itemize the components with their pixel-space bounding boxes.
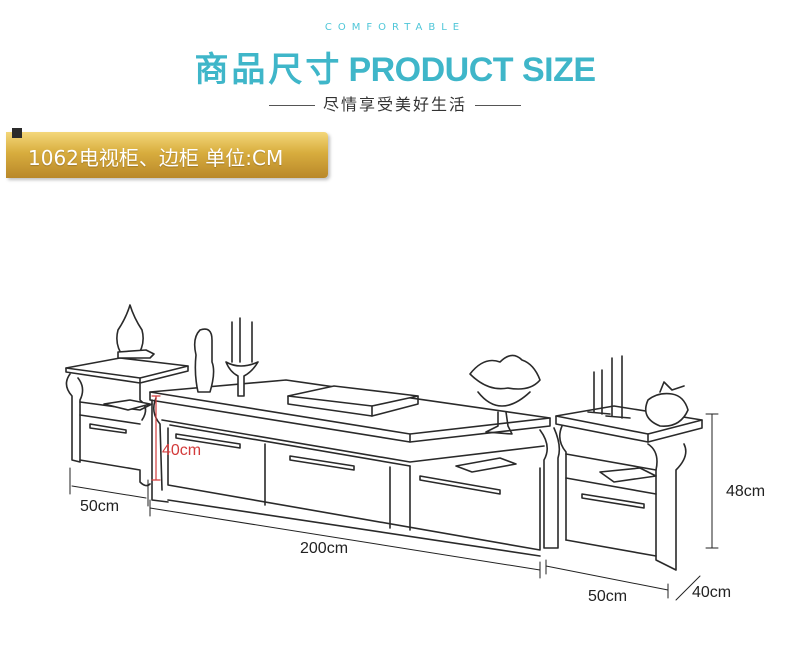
subtitle-left-rule — [268, 105, 315, 106]
subtitle: 尽情享受美好生活 — [0, 91, 790, 115]
eyebrow-text: COMFORTABLE — [324, 22, 466, 33]
left-side-cabinet — [65, 304, 189, 487]
depth-label: 40cm — [692, 584, 732, 601]
banner-tab — [12, 128, 22, 138]
title-english: PRODUCT SIZE — [348, 51, 596, 89]
main-tv-cabinet — [149, 317, 561, 557]
model-banner: 1062电视柜、边柜 单位:CM — [6, 128, 328, 178]
inner-height-marker — [151, 395, 161, 481]
subtitle-right-rule — [475, 105, 521, 106]
title-chinese: 商品尺寸 — [194, 50, 343, 90]
dimension-lines — [69, 413, 719, 601]
right-width-label: 50cm — [588, 588, 628, 605]
banner-text: 1062电视柜、边柜 单位:CM — [28, 146, 284, 170]
right-side-cabinet — [555, 355, 703, 571]
subtitle-text: 尽情享受美好生活 — [322, 95, 467, 114]
left-width-label: 50cm — [80, 498, 120, 515]
inner-height-label: 40cm — [162, 442, 202, 459]
right-height-label: 48cm — [726, 483, 766, 500]
main-length-label: 200cm — [300, 540, 349, 557]
